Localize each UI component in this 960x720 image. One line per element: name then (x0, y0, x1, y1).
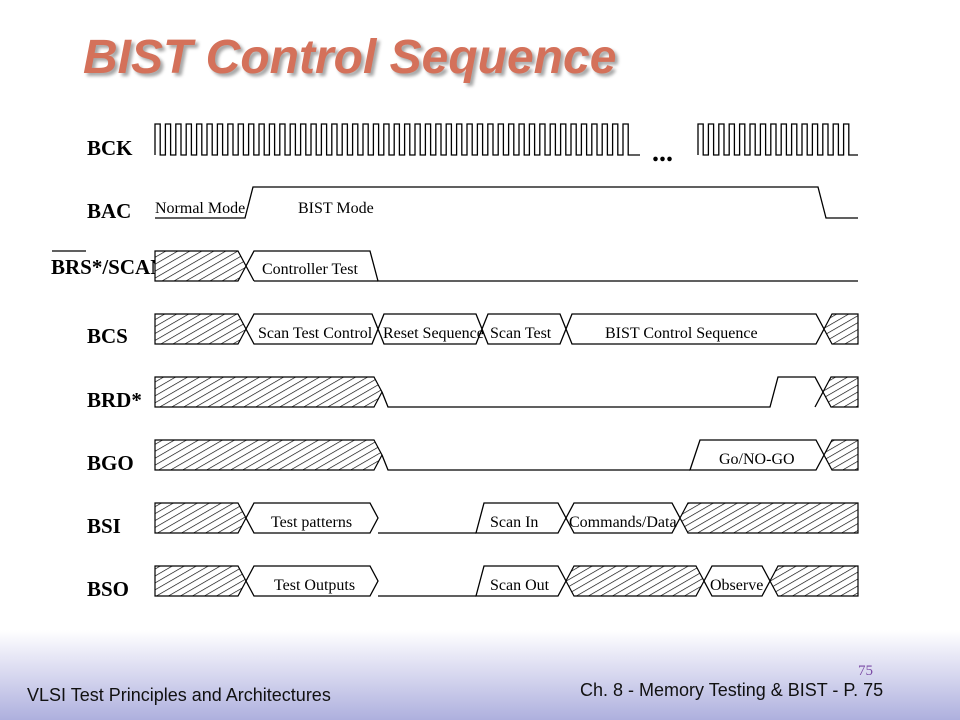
bcs-bist-control-sequence-label: BIST Control Sequence (605, 325, 758, 342)
bgo-hatch-2 (823, 439, 859, 471)
brs-hatch-1 (154, 250, 247, 282)
footer-band (0, 630, 960, 720)
bgo-gonogo-label: Go/NO-GO (719, 451, 795, 468)
bso-observe-label: Observe (710, 577, 763, 594)
bso-test-outputs-label: Test Outputs (274, 577, 355, 594)
bso-hatch-3 (769, 565, 859, 597)
brs-low-edge (245, 265, 255, 282)
bsi-scan-in-bus (475, 502, 567, 534)
bcs-hatch-2 (823, 313, 859, 345)
bsi-scan-in-label: Scan In (490, 514, 538, 531)
brd-waveform (381, 376, 824, 408)
brs-waveform (245, 250, 858, 282)
signal-label-bcs: BCS (87, 324, 128, 348)
brd-hatch-1 (154, 376, 383, 408)
footer-course-title: VLSI Test Principles and Architectures (27, 685, 331, 705)
bso-test-outputs-bus (245, 565, 379, 597)
signal-label-bck: BCK (87, 136, 133, 160)
bso-scan-out-label: Scan Out (490, 577, 550, 594)
signal-label-bso: BSO (87, 577, 129, 601)
bsi-commands-data-label: Commands/Data (569, 514, 677, 531)
signal-label-brs-scan: BRS*/SCAN (51, 255, 165, 279)
bcs-scan-test-label: Scan Test (490, 325, 552, 342)
brd-hatch-2 (822, 376, 859, 408)
bsi-hatch-2 (679, 502, 859, 534)
bso-scan-out-bus (475, 565, 567, 597)
brd-pulse-low (814, 391, 824, 408)
bgo-waveform (381, 454, 690, 471)
bgo-hatch-1 (154, 439, 383, 471)
bac-normal-mode-label: Normal Mode (155, 200, 245, 217)
page-number-small: 75 (858, 663, 873, 679)
signal-label-bac: BAC (87, 199, 131, 223)
bck-clock-waveform-left (154, 123, 640, 156)
bgo-gonogo-bus (689, 439, 825, 471)
footer-chapter-page: Ch. 8 - Memory Testing & BIST - P. 75 (580, 680, 884, 700)
signal-label-bsi: BSI (87, 514, 121, 538)
bso-hatch-1 (154, 565, 247, 597)
bso-hatch-2 (565, 565, 705, 597)
slide-title: BIST Control Sequence (83, 31, 617, 84)
brs-controller-test-label: Controller Test (262, 261, 358, 278)
signal-label-brd: BRD* (87, 388, 142, 412)
bcs-scan-test-control-label: Scan Test Control (258, 325, 373, 342)
bsi-hatch-1 (154, 502, 247, 534)
bcs-hatch-1 (154, 313, 247, 345)
bac-bist-mode-label: BIST Mode (298, 200, 374, 217)
clock-ellipsis: ... (652, 137, 673, 168)
bac-waveform (155, 186, 858, 219)
bsi-test-patterns-label: Test patterns (271, 514, 352, 531)
signal-label-bgo: BGO (87, 451, 134, 475)
bck-clock-waveform-right (697, 123, 858, 156)
bcs-reset-sequence-label: Reset Sequence (383, 325, 484, 342)
bsi-test-patterns-bus (245, 502, 379, 534)
